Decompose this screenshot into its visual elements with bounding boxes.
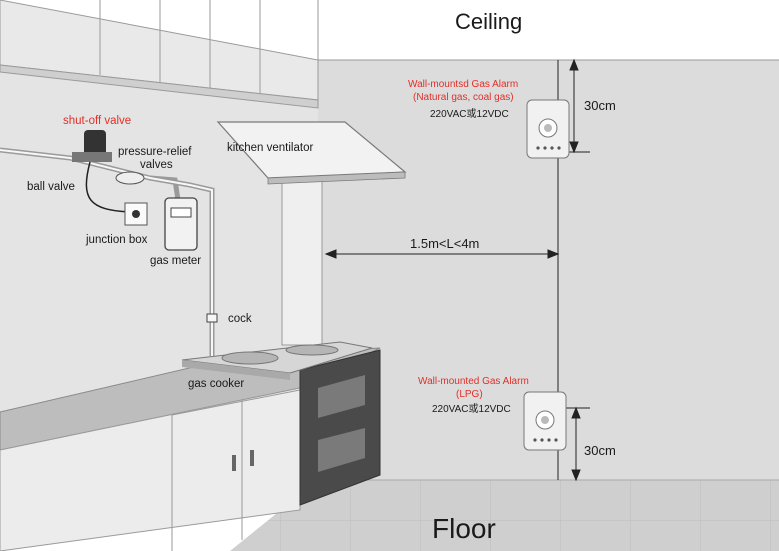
shutoff-valve-label: shut-off valve <box>63 115 132 127</box>
cock-valve <box>206 313 218 323</box>
distance-arrow <box>324 249 560 259</box>
cock-label: cock <box>228 313 252 325</box>
gas-meter-label: gas meter <box>150 255 202 267</box>
alarm-top-title-line2: (Natural gas, coal gas) <box>413 92 514 103</box>
bottom-gap-arrow <box>562 406 590 482</box>
alarm-top-title-line1: Wall-mountsd Gas Alarm <box>408 79 519 90</box>
gas-cooker-label: gas cooker <box>188 378 245 390</box>
gas-meter <box>164 197 198 251</box>
upper-cabinets <box>0 0 319 109</box>
top-gap-label: 30cm <box>584 98 616 113</box>
alarm-bottom-title-line1: Wall-mounted Gas Alarm <box>418 376 529 387</box>
gas-alarm-top-device <box>526 99 570 159</box>
ball-valve-label: ball valve <box>27 181 75 193</box>
kitchen-ventilator-label: kitchen ventilator <box>227 142 314 154</box>
shutoff-valve <box>72 130 112 162</box>
base-cabinets <box>0 387 301 551</box>
ceiling-label: Ceiling <box>455 9 523 34</box>
back-wall <box>318 60 779 480</box>
alarm-bottom-title-line2: (LPG) <box>456 389 483 400</box>
alarm-top-power: 220VAC或12VDC <box>430 109 509 120</box>
pressure-relief-label-line2: valves <box>140 159 173 171</box>
bottom-gap-label: 30cm <box>584 443 616 458</box>
alarm-bottom-power: 220VAC或12VDC <box>432 404 511 415</box>
pressure-relief-valve <box>115 171 145 185</box>
distance-label: 1.5m<L<4m <box>410 236 480 251</box>
pressure-relief-label-line1: pressure-relief <box>118 146 192 158</box>
junction-box-label: junction box <box>86 234 148 246</box>
gas-alarm-bottom-device <box>523 391 567 451</box>
hood-chimney <box>281 169 323 346</box>
floor-label: Floor <box>432 513 496 544</box>
floor <box>230 480 779 551</box>
